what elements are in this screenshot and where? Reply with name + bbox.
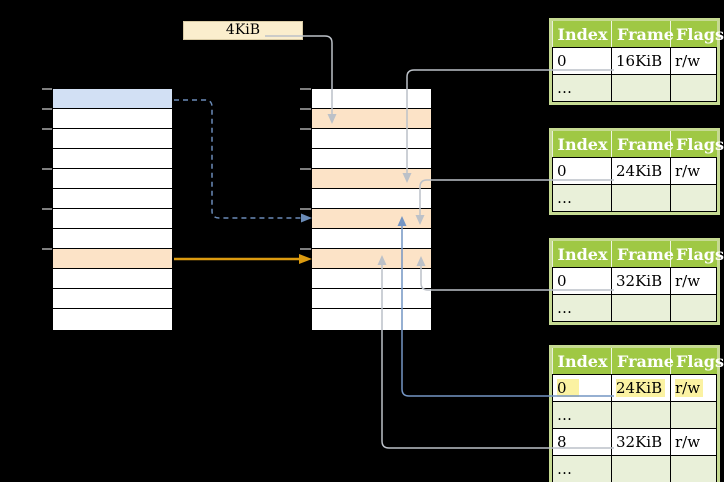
table-row-ellipsis: … [552, 74, 717, 102]
page-table-2: Index Frame Flags 0 24KiB r/w … [549, 128, 724, 215]
table-row-ellipsis: … [552, 401, 717, 429]
left-row-3 [53, 149, 172, 169]
flags-cell: r/w [670, 267, 717, 295]
middle-frames-table [311, 88, 432, 331]
frame-row-11 [312, 309, 431, 328]
index-cell: 0 [552, 374, 612, 402]
ellipsis-cell: … [552, 184, 612, 212]
frame-row-1 [312, 109, 431, 129]
frame-row-3 [312, 149, 431, 169]
column-header-index: Index [552, 348, 612, 375]
flags-cell: r/w [670, 157, 717, 185]
frame-cell: 32KiB [611, 267, 671, 295]
column-header-frame: Frame [611, 241, 674, 268]
column-header-flags: Flags [670, 348, 724, 375]
frame-row-9 [312, 269, 431, 289]
tick-mark [300, 208, 311, 210]
tick-mark [42, 108, 52, 110]
column-header-index: Index [552, 241, 612, 268]
table-row-ellipsis: … [552, 294, 717, 322]
tick-mark [42, 128, 52, 130]
left-row-0 [53, 89, 172, 109]
index-cell: 8 [552, 428, 612, 456]
tick-mark [300, 168, 311, 170]
frame-row-4 [312, 169, 431, 189]
ellipsis-cell: … [552, 74, 612, 102]
tick-mark [42, 248, 52, 250]
table-row-ellipsis: … [552, 184, 717, 212]
left-row-6 [53, 209, 172, 229]
left-row-10 [53, 289, 172, 309]
frame-cell: 24KiB [611, 157, 671, 185]
tick-mark [300, 248, 311, 250]
table-row: 0 32KiB r/w [552, 267, 717, 295]
index-cell: 0 [552, 157, 612, 185]
left-row-4 [53, 169, 172, 189]
table-header-row: Index Frame Flags [552, 348, 724, 375]
flags-cell: r/w [670, 47, 717, 75]
arrow-leftblue-to-frame-24kib [174, 99, 301, 219]
ellipsis-cell: … [552, 455, 612, 482]
tick-mark [300, 108, 311, 110]
highlight: 0 [557, 379, 579, 397]
frame-row-0 [312, 89, 431, 109]
left-memory-table [52, 88, 173, 331]
left-row-11 [53, 309, 172, 328]
page-table-1: Index Frame Flags 0 16KiB r/w … [549, 18, 724, 105]
index-cell: 0 [552, 47, 612, 75]
column-header-index: Index [552, 21, 612, 48]
flags-cell: r/w [670, 428, 717, 456]
left-row-9 [53, 269, 172, 289]
frame-row-10 [312, 289, 431, 309]
ellipsis-cell: … [552, 401, 612, 429]
table-header-row: Index Frame Flags [552, 21, 724, 48]
frame-cell: 32KiB [611, 428, 671, 456]
left-row-7 [53, 229, 172, 249]
table-row: 8 32KiB r/w [552, 428, 717, 456]
column-header-frame: Frame [611, 131, 674, 158]
left-row-2 [53, 129, 172, 149]
frame-row-5 [312, 189, 431, 209]
index-cell: 0 [552, 267, 612, 295]
left-row-1 [53, 109, 172, 129]
tick-mark [300, 128, 311, 130]
table-header-row: Index Frame Flags [552, 131, 724, 158]
frame-row-8 [312, 249, 431, 269]
page-table-3: Index Frame Flags 0 32KiB r/w … [549, 238, 724, 325]
frame-size-label: 4KiB [183, 21, 303, 40]
table-row-ellipsis: … [552, 455, 717, 482]
ellipsis-cell: … [552, 294, 612, 322]
table-row: 0 24KiB r/w [552, 157, 717, 185]
frame-row-6 [312, 209, 431, 229]
highlight: r/w [675, 379, 704, 397]
tick-mark [42, 208, 52, 210]
frame-cell: 24KiB [611, 374, 671, 402]
tick-mark [42, 88, 52, 90]
tick-mark [300, 88, 311, 90]
left-row-5 [53, 189, 172, 209]
frame-cell: 16KiB [611, 47, 671, 75]
tick-mark [42, 168, 52, 170]
column-header-flags: Flags [670, 21, 724, 48]
page-table-4: Index Frame Flags 0 24KiB r/w … 8 32KiB … [549, 345, 724, 482]
table-header-row: Index Frame Flags [552, 241, 724, 268]
frame-row-2 [312, 129, 431, 149]
column-header-frame: Frame [611, 348, 674, 375]
table-row-highlighted: 0 24KiB r/w [552, 374, 717, 402]
column-header-flags: Flags [670, 131, 724, 158]
column-header-index: Index [552, 131, 612, 158]
flags-cell: r/w [670, 374, 717, 402]
frame-row-7 [312, 229, 431, 249]
column-header-flags: Flags [670, 241, 724, 268]
table-row: 0 16KiB r/w [552, 47, 717, 75]
column-header-frame: Frame [611, 21, 674, 48]
left-row-8 [53, 249, 172, 269]
highlight: 24KiB [616, 379, 666, 397]
